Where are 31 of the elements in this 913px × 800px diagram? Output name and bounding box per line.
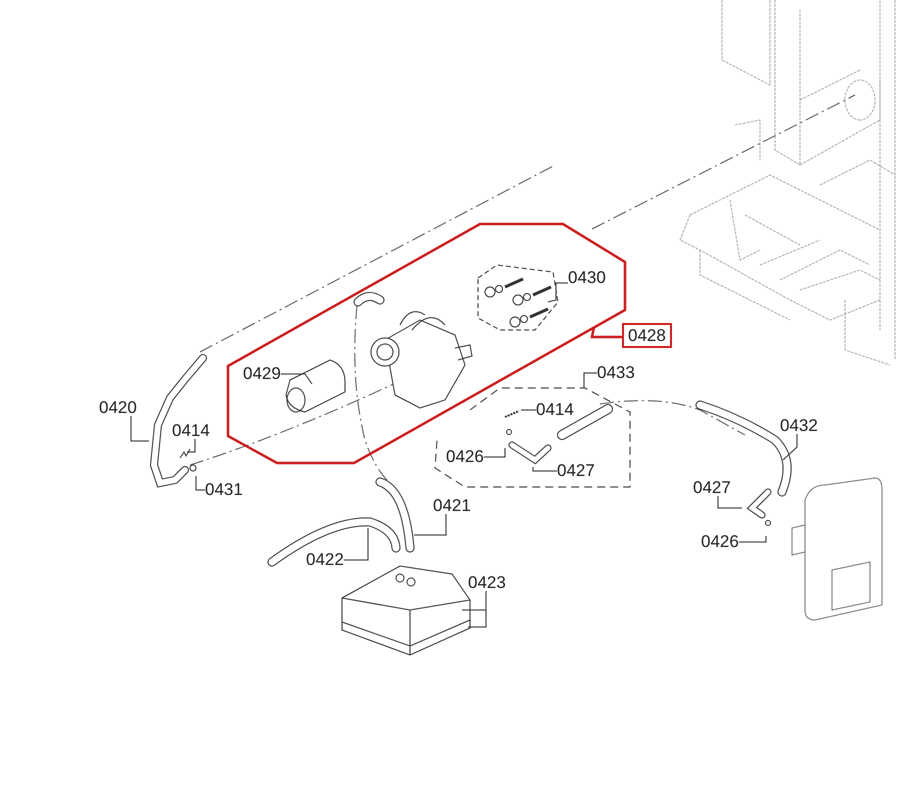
leader-line	[483, 448, 506, 458]
leader-line	[414, 514, 446, 536]
callout-number: 0426	[701, 533, 739, 550]
leader-line	[186, 438, 196, 452]
callout-number: 0420	[99, 399, 137, 416]
callout-number: 0414	[172, 422, 210, 439]
callout-number: 0423	[468, 574, 506, 591]
leader-line	[718, 496, 742, 508]
leader-line	[584, 372, 598, 388]
callout-number: 0429	[243, 365, 281, 382]
callout-number: 0427	[693, 479, 731, 496]
leader-line	[130, 416, 150, 442]
callout-number: 0432	[780, 417, 818, 434]
leader-line	[590, 327, 622, 338]
callout-number: 0430	[568, 269, 606, 286]
callout-number: 0422	[306, 551, 344, 568]
callout-number: 0427	[557, 462, 595, 479]
leader-line	[468, 590, 486, 628]
callout-number: 0431	[205, 481, 243, 498]
leader-line	[280, 374, 312, 384]
leader-line	[532, 466, 558, 472]
callout-number: 0414	[536, 401, 574, 418]
leader-line	[196, 476, 206, 490]
callout-number: 0426	[446, 448, 484, 465]
leader-line	[343, 528, 368, 560]
leader-line	[738, 536, 766, 542]
leader-line	[548, 282, 568, 302]
callout-box: 0428	[622, 323, 672, 348]
callout-number: 0421	[433, 497, 471, 514]
callout-number: 0433	[597, 364, 635, 381]
leader-line	[782, 434, 798, 460]
